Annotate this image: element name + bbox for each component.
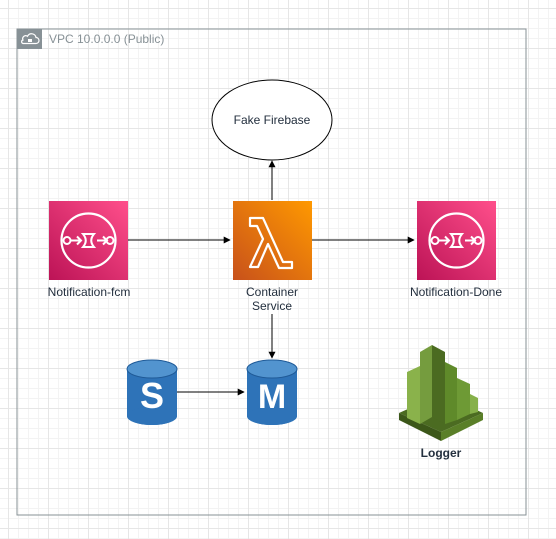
db-m-letter: M xyxy=(258,378,286,416)
container-service-node[interactable]: Container Service xyxy=(233,201,312,313)
container-service-label-line1: Container xyxy=(246,285,298,299)
notification-done-label: Notification-Done xyxy=(410,285,502,299)
vpc-group[interactable]: VPC 10.0.0.0 (Public) xyxy=(16,28,527,516)
notification-fcm-node[interactable]: Notification-fcm xyxy=(48,201,131,299)
vpc-label: VPC 10.0.0.0 (Public) xyxy=(49,32,164,46)
db-m-node[interactable]: M xyxy=(246,359,298,425)
logger-node[interactable]: Logger xyxy=(399,345,483,460)
container-service-label-line2: Service xyxy=(252,299,292,313)
fake-firebase-label: Fake Firebase xyxy=(234,113,311,127)
database-icon xyxy=(126,359,178,425)
sqs-queue-icon xyxy=(49,201,128,280)
fake-firebase-node[interactable]: Fake Firebase xyxy=(211,79,333,161)
sqs-queue-icon xyxy=(417,201,496,280)
db-s-letter: S xyxy=(140,375,164,416)
db-s-node[interactable]: S xyxy=(126,359,178,425)
database-icon xyxy=(246,359,298,425)
cloud-icon xyxy=(17,29,42,49)
notification-done-node[interactable]: Notification-Done xyxy=(410,201,502,299)
logger-label: Logger xyxy=(421,446,462,460)
lambda-icon xyxy=(233,201,312,280)
cloudwatch-icon xyxy=(399,345,483,441)
notification-fcm-label: Notification-fcm xyxy=(48,285,131,299)
connectors xyxy=(128,160,415,396)
